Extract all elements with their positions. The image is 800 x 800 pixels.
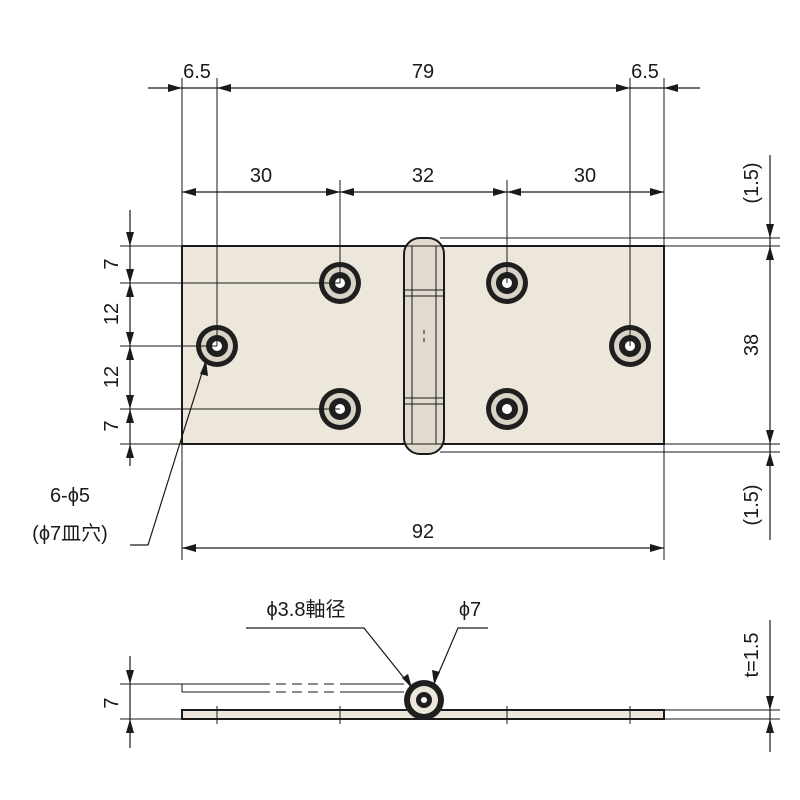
hole-spec-line2: (ϕ7皿穴): [32, 522, 108, 545]
thickness-label: t=1.5: [741, 632, 763, 677]
side-height-label: 7: [101, 697, 123, 708]
pin-diameter-label: ϕ3.8軸径: [266, 598, 345, 621]
dim-left-v-12-a: 12: [101, 303, 123, 325]
dim-left-pitch: 30: [250, 165, 272, 187]
knuckle-diameter-label: ϕ7: [459, 599, 481, 621]
dim-right-pitch: 30: [574, 165, 596, 187]
dim-overall-width: 92: [412, 521, 434, 543]
mounting-hole: [486, 388, 528, 430]
front-view: [181, 237, 665, 455]
dim-left-v-7-top: 7: [101, 258, 123, 269]
dim-top-right-margin: 6.5: [631, 61, 659, 83]
dim-center-pitch: 32: [412, 165, 434, 187]
side-view: [120, 620, 780, 752]
dim-right-offset-bottom: (1.5): [741, 484, 763, 525]
dim-top-left-margin: 6.5: [183, 61, 211, 83]
hole-spec-line1: 6-ϕ5: [50, 485, 90, 507]
dim-left-v-7-bottom: 7: [101, 420, 123, 431]
dim-right-height: 38: [741, 334, 763, 356]
extension-lines: [120, 78, 780, 560]
dim-left-v-12-b: 12: [101, 366, 123, 388]
hinge-knuckle: [403, 237, 445, 455]
dim-right-offset-top: (1.5): [741, 162, 763, 203]
side-knuckle: [404, 680, 444, 720]
dimension-lines: [126, 84, 774, 552]
dim-top-span: 79: [412, 61, 434, 83]
